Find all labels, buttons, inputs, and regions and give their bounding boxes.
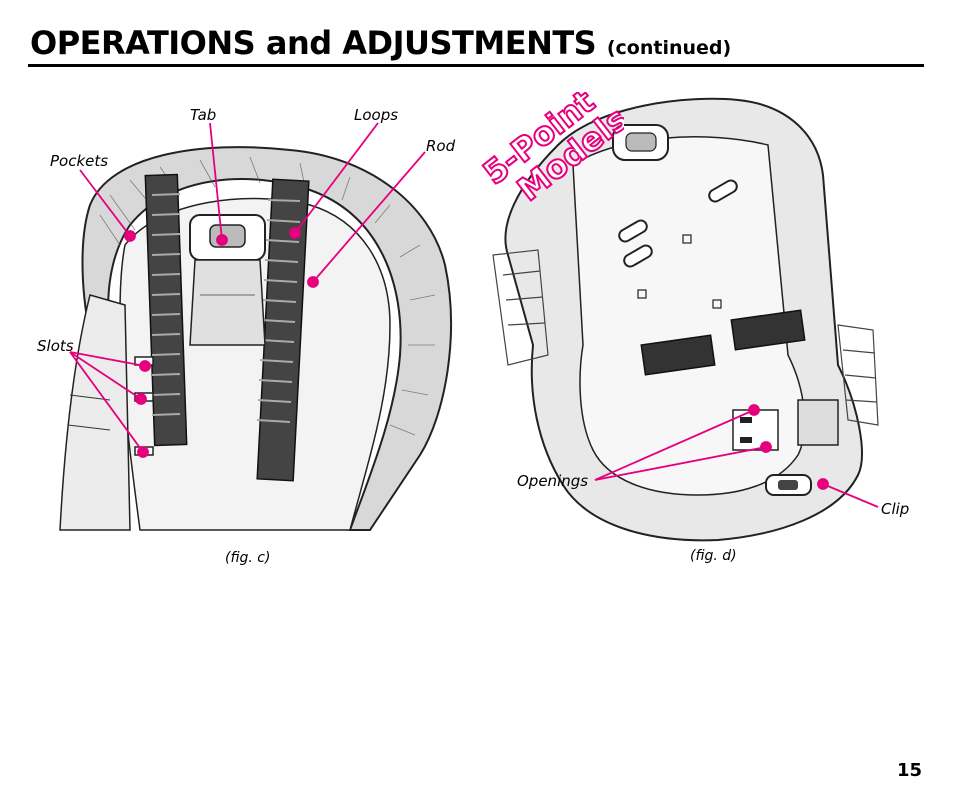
title-text: OPERATIONS and ADJUSTMENTS [30, 24, 597, 62]
label-tab: Tab [190, 106, 217, 124]
label-slots: Slots [37, 337, 74, 355]
label-clip: Clip [881, 500, 910, 518]
caption-fig-d: (fig. d) [690, 548, 737, 564]
label-rod: Rod [426, 137, 456, 155]
figure-c-illustration [50, 95, 470, 535]
caption-fig-c: (fig. c) [225, 550, 271, 566]
page-title: OPERATIONS and ADJUSTMENTS (continued) [30, 24, 731, 62]
label-pockets: Pockets [50, 152, 109, 170]
title-continued: (continued) [606, 37, 732, 59]
figure-d-illustration [478, 75, 918, 545]
label-loops: Loops [354, 106, 399, 124]
label-openings: Openings [517, 472, 589, 490]
five-point-models-stamp: 5-Point Models [474, 92, 624, 202]
page-header: OPERATIONS and ADJUSTMENTS (continued) [28, 22, 924, 67]
page-number: 15 [897, 760, 923, 781]
